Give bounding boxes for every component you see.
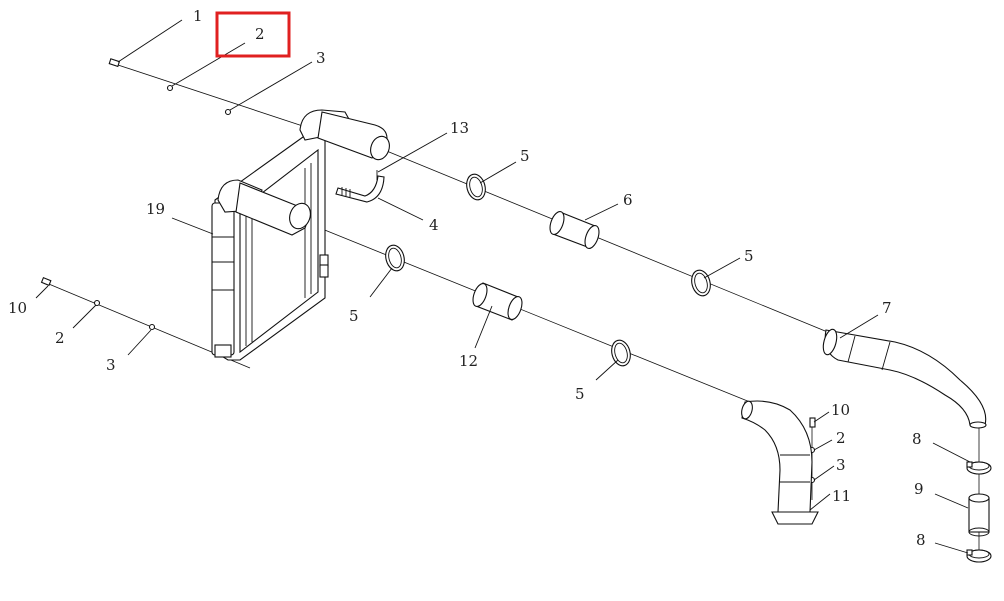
callout-4: 4: [429, 216, 439, 234]
callout-2-top: 2: [255, 25, 265, 43]
clamp-part-5-d: [611, 339, 631, 367]
callout-10-left: 10: [8, 299, 27, 317]
clamp-part-8-top: [966, 461, 992, 475]
callout-2-right: 2: [836, 429, 846, 447]
bolt-part-1: [108, 58, 121, 68]
callout-1: 1: [193, 7, 203, 25]
callout-8-top: 8: [912, 430, 922, 448]
elbow-part-11: [741, 400, 819, 525]
sleeve-part-6: [549, 210, 600, 250]
callout-11: 11: [832, 487, 851, 505]
callout-6: 6: [623, 191, 633, 209]
leader-lines: [35, 19, 971, 554]
nut-part-3-left: [148, 323, 156, 331]
callout-7: 7: [882, 299, 892, 317]
clamp-part-5-c: [691, 269, 711, 297]
bolt-part-10-left: [40, 277, 52, 287]
washer-part-2-left: [93, 299, 101, 307]
callout-5-d: 5: [575, 385, 585, 403]
callout-19: 19: [146, 200, 165, 218]
clamp-part-8-bottom: [966, 549, 992, 563]
callout-labels: 1 2 3 13 4 19 5 6 5 5 12 5 7 10 2 3 10 2…: [8, 7, 926, 549]
bolt-part-10-right: [809, 417, 816, 428]
callout-3-top: 3: [316, 49, 326, 67]
highlight-box: [215, 11, 291, 58]
callout-2-left: 2: [55, 329, 65, 347]
callout-3-left: 3: [106, 356, 116, 374]
callout-8-bottom: 8: [916, 531, 926, 549]
callout-3-right: 3: [836, 456, 846, 474]
callout-9: 9: [914, 480, 924, 498]
sleeve-part-9: [968, 493, 990, 537]
callout-13: 13: [450, 119, 469, 137]
pipe-part-7: [822, 328, 987, 429]
callout-5-a: 5: [520, 147, 530, 165]
sleeve-part-12: [472, 282, 523, 321]
clamp-part-5-b: [385, 244, 405, 272]
hose-part-4: [335, 175, 385, 203]
washer-part-2-top: [166, 84, 174, 92]
clamp-part-5-a: [466, 173, 486, 201]
intercooler-part-19: [211, 109, 390, 361]
callout-10-right: 10: [831, 401, 850, 419]
nut-part-3-top: [224, 108, 232, 116]
callout-5-c: 5: [349, 307, 359, 325]
callout-12: 12: [459, 352, 478, 370]
callout-5-b: 5: [744, 247, 754, 265]
